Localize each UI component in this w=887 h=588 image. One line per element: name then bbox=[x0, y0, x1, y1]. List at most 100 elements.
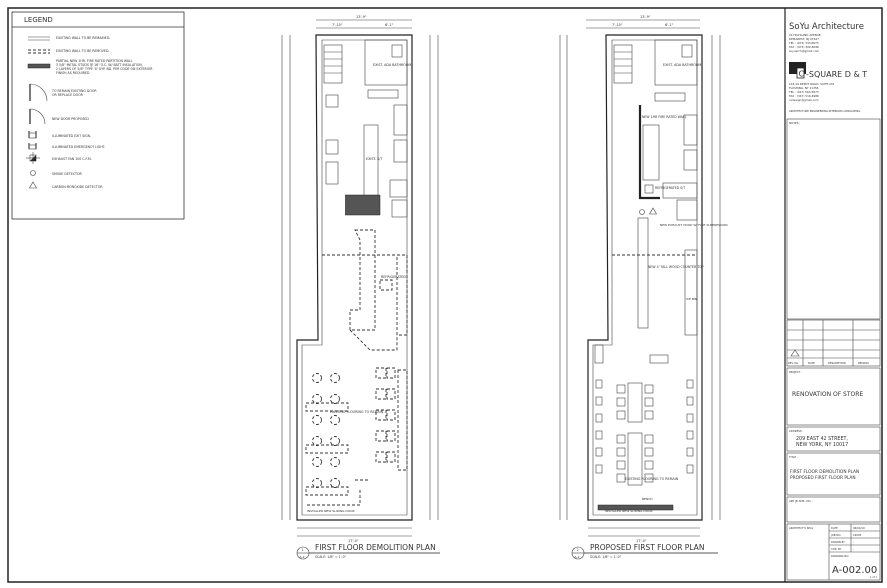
bar-counter bbox=[397, 369, 408, 471]
bench-seat bbox=[595, 447, 603, 457]
project-name: RENOVATION OF STORE bbox=[792, 391, 863, 398]
app-label: APP. JB APPL. NO. : bbox=[789, 499, 813, 503]
plan-number: 1 bbox=[302, 548, 304, 552]
seal-label: ARCHITECT'S SEAL bbox=[789, 526, 814, 530]
title-label: TITLE : bbox=[789, 455, 798, 459]
equipment-label: NEW EXHAUST HOOD W/ FLAT SUPPRESSION bbox=[660, 223, 727, 227]
table bbox=[627, 382, 643, 423]
chair bbox=[644, 410, 654, 420]
door-note: INSTALLED NEW SLIDING DOOR bbox=[605, 509, 653, 513]
firm-address: DEMAREST, NJ 07627 bbox=[789, 37, 819, 41]
building-outline bbox=[587, 34, 703, 521]
legend-label: 3 5/8" METAL STUDS @ 16" O.C. W/ BATT IN… bbox=[56, 63, 143, 67]
table bbox=[305, 486, 349, 496]
equipment-label: EXIST. S/T bbox=[366, 157, 383, 161]
firm-phone: TEL : (973) 343-6875 bbox=[788, 41, 819, 45]
revision-header: DATE bbox=[808, 361, 815, 365]
dimension-text: 7'-10" bbox=[612, 23, 623, 27]
bar-stool bbox=[375, 388, 387, 400]
info-value: - bbox=[853, 541, 854, 544]
sheet-count: 1 of 1 bbox=[870, 576, 877, 579]
drawing-title-line: FIRST FLOOR DEMOLITION PLAN bbox=[790, 469, 859, 475]
bench-seat bbox=[595, 430, 603, 440]
legend-label: 2 LAYERS OF 5/8" TYPE 'X' GYP. BD. PER C… bbox=[56, 67, 153, 71]
legend-label: TO REMAIN EXISTING DOOR bbox=[51, 89, 97, 93]
equipment-label: ICE BIN bbox=[686, 297, 697, 301]
plan-number: 2 bbox=[577, 548, 579, 552]
chair bbox=[330, 478, 340, 488]
legend-label: CARBON MONOXIDE DETECTOR bbox=[52, 185, 103, 189]
table bbox=[305, 402, 349, 412]
notes-label: NOTES : bbox=[789, 121, 800, 125]
chair bbox=[330, 394, 340, 404]
room-label: EXIST. ADA BATHROOM bbox=[373, 63, 411, 67]
chair bbox=[616, 384, 626, 394]
legend-label: ILLUMINATED EXIT SIGN. bbox=[52, 134, 91, 138]
logo-letter: C bbox=[799, 70, 805, 79]
plan-sheet-ref: A-2 bbox=[300, 555, 305, 559]
partner-fax: FAX : (347) 510-6986 bbox=[789, 94, 819, 98]
dimension-text: 6'-1" bbox=[665, 23, 674, 27]
bar-stool bbox=[386, 367, 396, 379]
drawing-title-line: PROPOSED FIRST FLOOR PLAN bbox=[790, 475, 856, 481]
equipment-label: NEW 4' TALL WOOD COUNTER TOP bbox=[648, 265, 704, 269]
bench-seat bbox=[595, 464, 603, 474]
dimension-text: 13'-9" bbox=[356, 15, 367, 19]
dimension-text: 13'-9" bbox=[640, 15, 651, 19]
door-new-icon bbox=[29, 108, 46, 125]
room-label: EXIST. ADA BATHROOM bbox=[663, 63, 701, 67]
table bbox=[305, 444, 349, 454]
bench-seat bbox=[686, 379, 694, 389]
equipment-label: REFRIGERATED S/T bbox=[655, 186, 685, 190]
info-value: 06/04/19 bbox=[853, 526, 865, 530]
partner-address: 143-19 DEPOT ROAD, SUITE 201 bbox=[789, 82, 835, 86]
new-wood-counter bbox=[637, 217, 649, 329]
bench-seat bbox=[595, 396, 603, 406]
floor-note: EXISTING FLOORING TO REMAIN bbox=[625, 477, 679, 481]
chair bbox=[312, 415, 322, 425]
chair bbox=[616, 434, 626, 444]
partner-phone: TEL : (917) 563-5873 bbox=[788, 90, 819, 94]
co-detector-icon bbox=[648, 207, 658, 215]
existing-wall-remain-icon bbox=[28, 36, 50, 41]
chair bbox=[330, 373, 340, 383]
bench-label: BENCH bbox=[642, 497, 653, 501]
partner-address: FLUSHING, NY 11358 bbox=[789, 86, 819, 90]
legend-label: EXISTING WALL TO BE REMAINED. bbox=[56, 36, 110, 40]
drawing-number: A-002.00 bbox=[832, 565, 877, 576]
chair bbox=[330, 457, 340, 467]
legend-label: ILLUMINATED EMERGENCY LIGHT. bbox=[52, 145, 105, 149]
bar-stool bbox=[375, 409, 387, 421]
legend-label: FINISH AS REQUIRED bbox=[56, 71, 90, 75]
firm-name: SoYu Architecture bbox=[789, 22, 864, 32]
partner-email: csdesign@gmail.com bbox=[789, 98, 819, 102]
bench-seat bbox=[686, 464, 694, 474]
legend-title: LEGEND bbox=[24, 16, 53, 24]
bar-stool bbox=[386, 388, 396, 400]
info-label: DATE bbox=[831, 526, 838, 530]
bathroom bbox=[654, 39, 698, 86]
dimension-text: 17'-0" bbox=[348, 539, 359, 543]
bench-seat bbox=[686, 396, 694, 406]
plan-scale: SCALE: 1/8" = 1'-0" bbox=[315, 555, 347, 559]
chair bbox=[330, 436, 340, 446]
info-value: 19005 bbox=[853, 533, 862, 537]
drawing-no-label: DRAWING NO. bbox=[831, 554, 849, 558]
exit-sign-icon bbox=[28, 131, 37, 139]
chair bbox=[644, 434, 654, 444]
door-remain-icon bbox=[29, 83, 48, 102]
bar-stool bbox=[386, 451, 396, 463]
chair bbox=[312, 457, 322, 467]
bar-stool bbox=[375, 430, 387, 442]
firm-fax: FAX : (973) 302-8096 bbox=[789, 45, 819, 49]
address-line: 209 EAST 42 STREET, bbox=[796, 436, 848, 442]
legend-label: SMOKE DETECTOR bbox=[52, 172, 83, 176]
legend-label: NEW DOOR PROPOSED bbox=[52, 117, 89, 121]
plan-scale: SCALE: 1/8" = 1'-0" bbox=[590, 555, 622, 559]
dimension-text: 7'-10" bbox=[332, 23, 343, 27]
stair bbox=[613, 44, 633, 84]
info-label: JOB NO. bbox=[830, 533, 841, 537]
stair bbox=[323, 44, 343, 84]
chair bbox=[616, 447, 626, 457]
partner-name: -SQUARE D & T bbox=[806, 70, 867, 79]
